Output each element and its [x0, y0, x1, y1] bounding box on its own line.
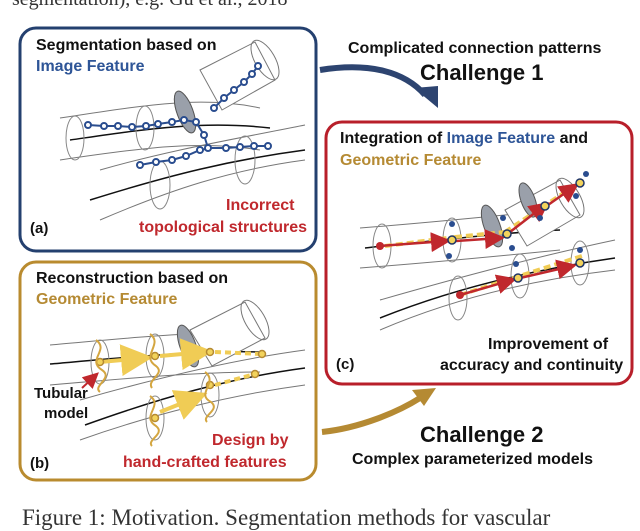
tube-wall — [379, 269, 616, 331]
integration-arrow — [379, 232, 451, 253]
tubular-profile — [149, 395, 160, 447]
challenge1-arrow — [319, 64, 428, 98]
tube-cross-section — [448, 275, 468, 321]
tubular-profile — [204, 371, 215, 423]
challenge1-arrowhead — [414, 86, 438, 108]
geometric-arrow — [99, 344, 153, 377]
panel-a-note-line2: topological structures — [139, 219, 308, 236]
challenge1-title: Challenge 1 — [420, 60, 544, 85]
geometric-arrow — [159, 338, 213, 371]
panel-c-title-line2: Geometric Feature — [340, 152, 482, 169]
header-cut-text: segmentation), e.g. Gu et al., 2018 — [12, 0, 288, 11]
tubular-label-line1: Tubular — [34, 385, 88, 402]
panel-b-title-line1: Reconstruction based on — [36, 270, 229, 287]
panel-c — [324, 120, 634, 386]
panel-b-note-line2: hand-crafted features — [123, 454, 287, 471]
tube-cross-section — [145, 395, 165, 441]
integration-arrow — [459, 274, 517, 297]
geometric-arrow — [214, 350, 263, 356]
vessel-centerline — [89, 149, 306, 201]
panel-b-note-line1: Design by — [212, 432, 289, 449]
integration-arrow — [509, 201, 549, 233]
segmentation-nodes — [84, 62, 272, 169]
vessel-centerline — [69, 124, 271, 141]
tube-wall — [99, 124, 306, 171]
panel-b-title-line2: Geometric Feature — [36, 291, 178, 308]
integration-arrow — [547, 183, 580, 207]
panel-b — [18, 260, 318, 482]
tube-cross-section — [65, 115, 85, 161]
tube-cross-section — [234, 135, 256, 185]
panel-a-note-line1: Incorrect — [226, 197, 295, 214]
tubular-profile — [149, 333, 160, 389]
branch-tube-end — [240, 299, 270, 341]
tube-wall — [359, 249, 561, 269]
panel-c-title-line1: Integration of Image Feature and — [340, 130, 588, 148]
challenge2-subtitle: Complex parameterized models — [352, 451, 593, 468]
panel-a — [18, 26, 318, 253]
challenge2-arrowhead — [412, 388, 436, 406]
tube-wall — [99, 159, 306, 221]
tube-wall — [49, 371, 261, 386]
tubular-profile — [95, 339, 107, 393]
challenge2-arrow — [321, 395, 422, 435]
tubular-label-line2: model — [44, 405, 89, 422]
tube-wall — [379, 239, 616, 301]
panel-b-label: (b) — [30, 455, 50, 472]
integration-nodes — [376, 171, 589, 299]
tube-cross-section — [135, 105, 155, 151]
panel-a-label: (a) — [30, 220, 49, 237]
panel-a-title-line1: Segmentation based on — [36, 37, 217, 54]
panel-a-title-line2: Image Feature — [36, 58, 145, 75]
panel-c-title-part2: Image Feature — [446, 130, 556, 147]
challenge2-title: Challenge 2 — [420, 422, 544, 447]
panel-c-title-part1: Integration of — [340, 130, 447, 147]
panel-c-title-part3: and — [555, 130, 589, 147]
panel-c-note-line1: Improvement of — [488, 336, 609, 353]
junction-disc — [173, 90, 197, 134]
geometric-arrow — [159, 390, 208, 420]
tube-wall — [79, 349, 306, 401]
geometric-arrow — [214, 372, 256, 387]
tube-wall — [59, 101, 261, 119]
panel-c-label: (c) — [336, 356, 355, 373]
integration-arrow — [519, 259, 577, 280]
challenge1-subtitle: Complicated connection patterns — [348, 40, 602, 57]
panel-c-note-line2: accuracy and continuity — [440, 357, 624, 374]
integration-arrow — [455, 229, 505, 249]
tubular-pointer-arrow — [81, 372, 99, 390]
geometric-path — [454, 230, 506, 239]
